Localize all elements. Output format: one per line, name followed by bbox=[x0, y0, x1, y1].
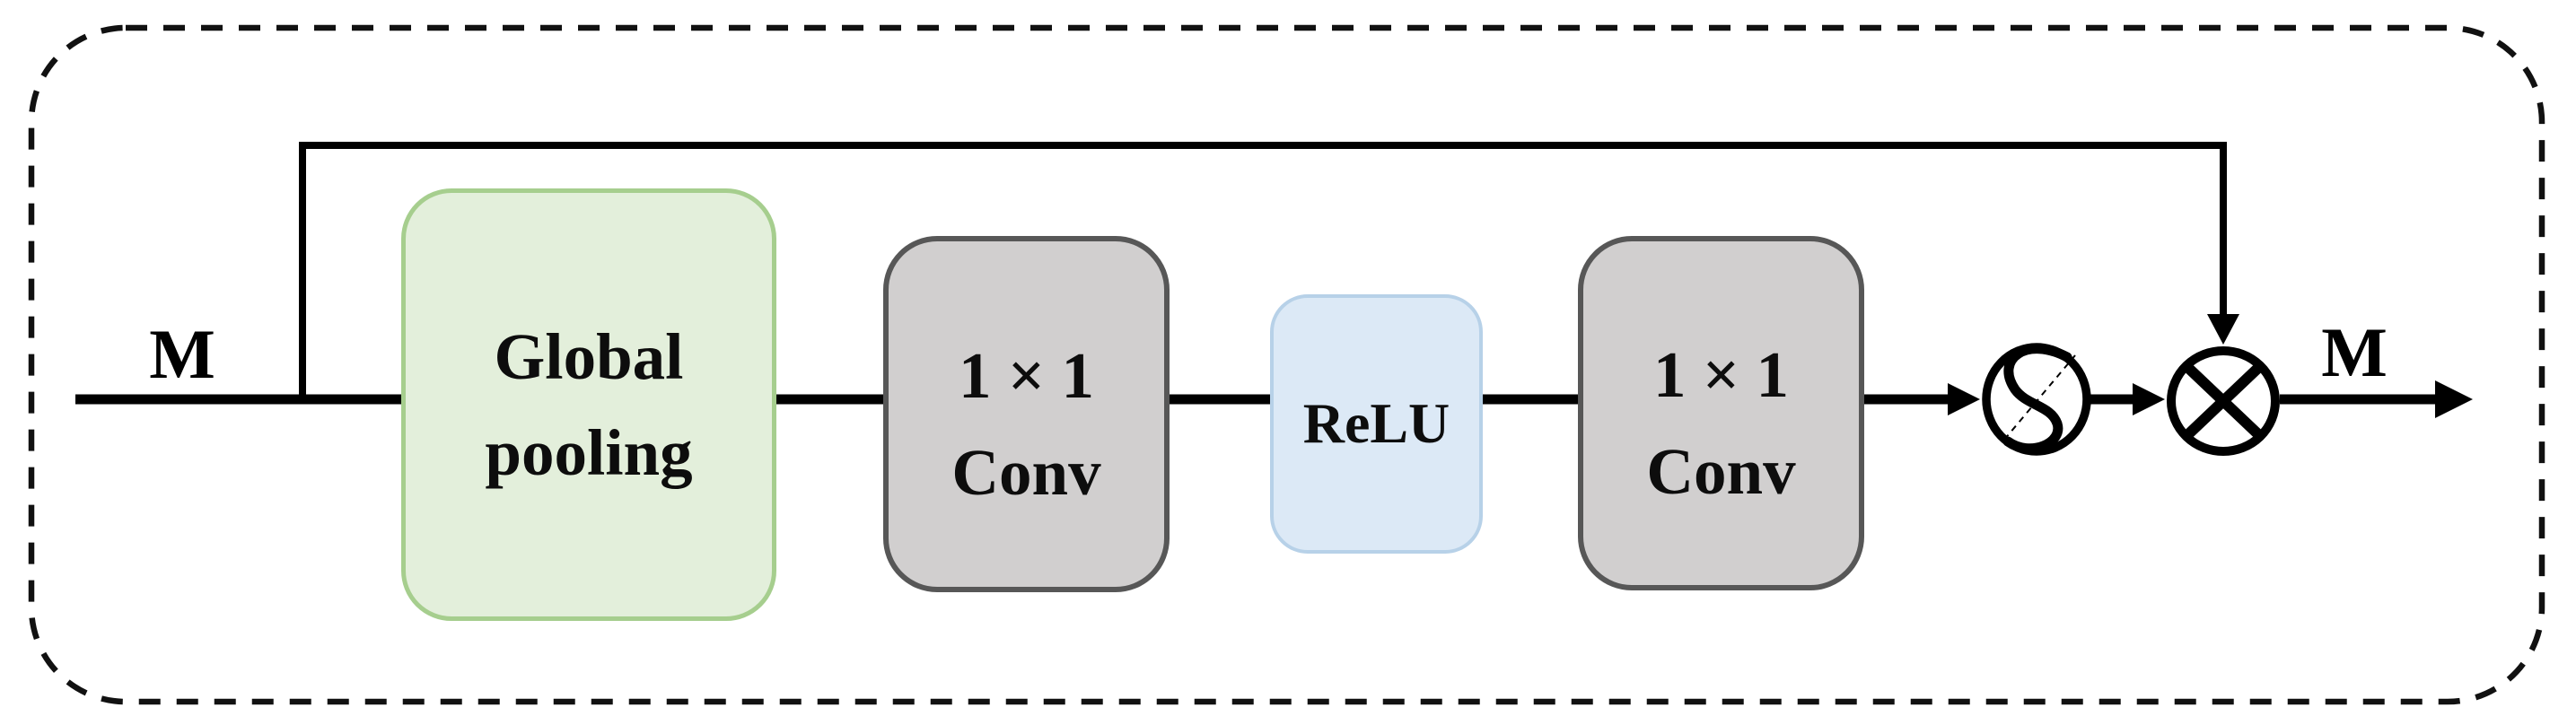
block-global-pooling-label-line1: Global bbox=[494, 319, 684, 393]
block-relu-label: ReLU bbox=[1302, 391, 1450, 456]
block-global-pooling-label-line2: pooling bbox=[485, 416, 693, 489]
skip-connection-line bbox=[299, 142, 2227, 399]
multiply-icon bbox=[2167, 346, 2280, 456]
block-conv-1: 1 × 1 Conv bbox=[883, 236, 1170, 592]
block-global-pooling: Global pooling bbox=[401, 188, 776, 621]
arrowhead-skip-down bbox=[2207, 314, 2239, 345]
block-conv-1-label-line1: 1 × 1 bbox=[958, 339, 1095, 413]
block-conv-2: 1 × 1 Conv bbox=[1578, 236, 1864, 590]
dashed-border bbox=[28, 24, 2545, 705]
block-relu: ReLU bbox=[1270, 294, 1483, 554]
output-label: M bbox=[2321, 313, 2388, 391]
block-conv-2-label-line1: 1 × 1 bbox=[1652, 338, 1790, 412]
sigmoid-icon bbox=[1982, 343, 2091, 456]
block-conv-2-label-line2: Conv bbox=[1646, 434, 1796, 508]
input-label: M bbox=[149, 315, 215, 393]
block-conv-1-label-line2: Conv bbox=[951, 435, 1101, 509]
arrowhead-into-multiply bbox=[2133, 383, 2165, 415]
arrowhead-output bbox=[2435, 380, 2473, 418]
main-flow-arrowheads bbox=[1948, 380, 2473, 418]
arrowhead-into-sigmoid bbox=[1948, 383, 1980, 415]
